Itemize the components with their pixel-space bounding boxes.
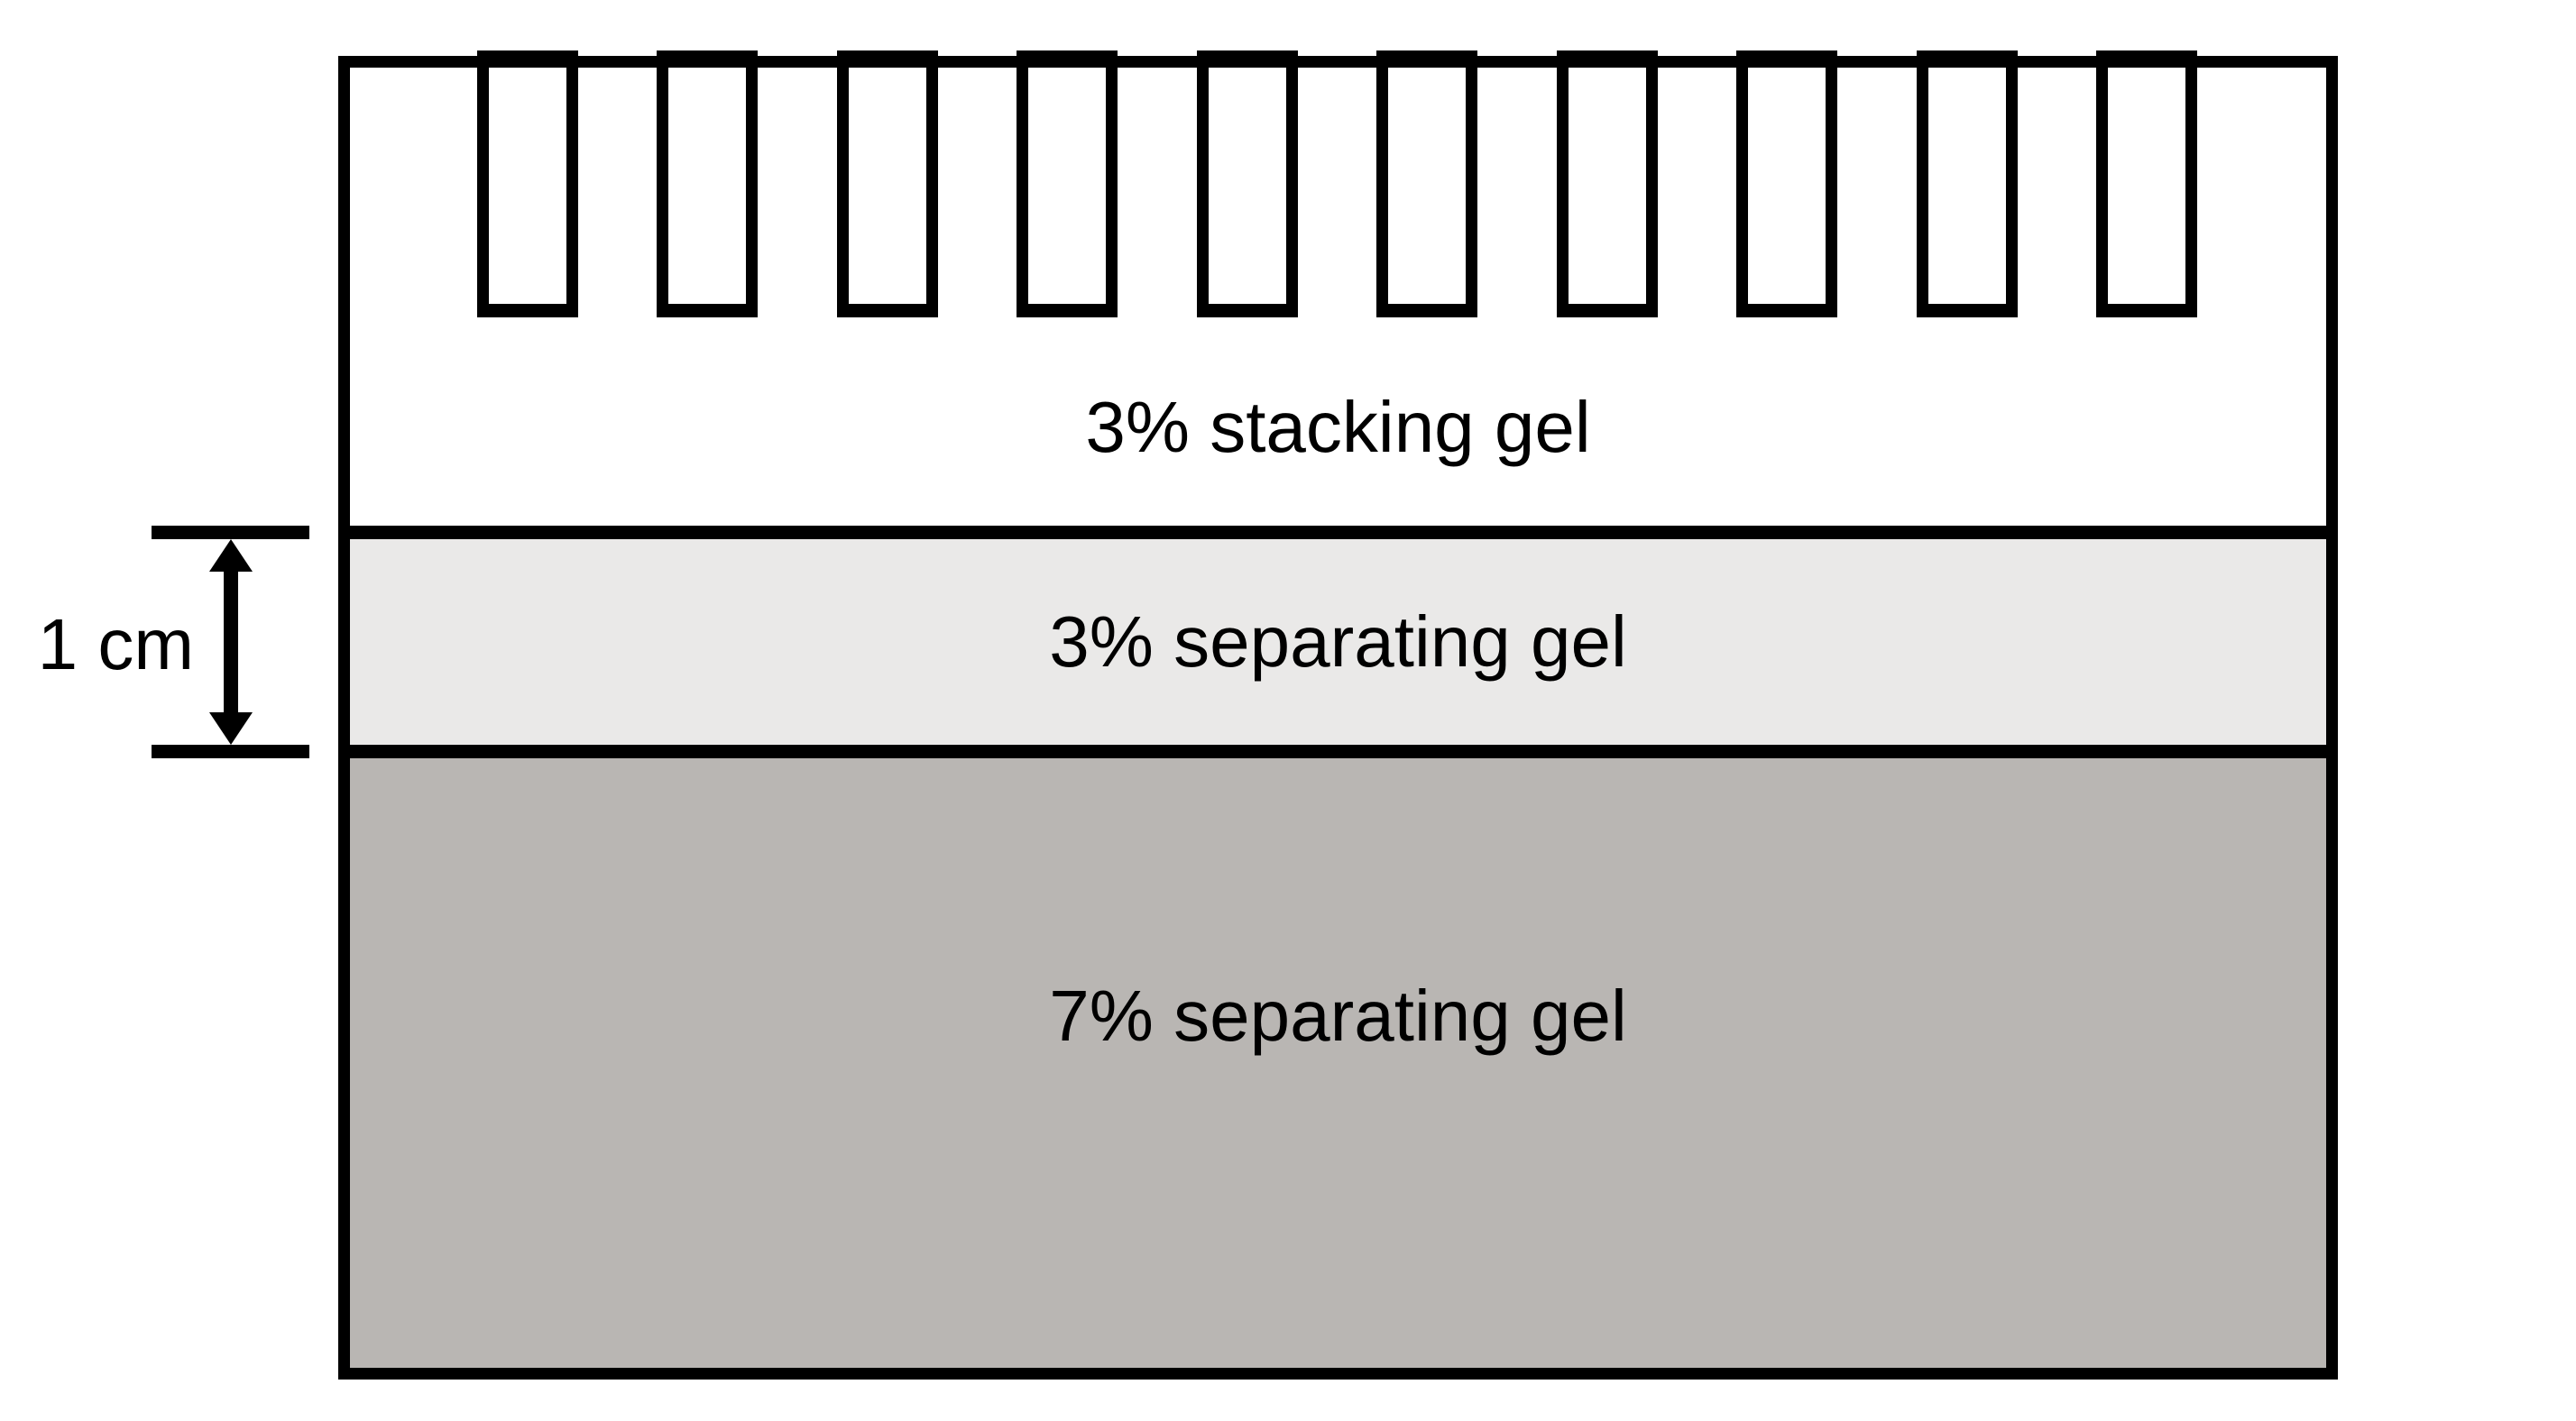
separating-gel-3-label: 3% separating gel: [1049, 601, 1627, 682]
separating-gel-3-layer: [350, 539, 2326, 745]
measurement-bottom-tick: [152, 745, 309, 758]
comb-well: [657, 50, 759, 317]
comb-well: [2095, 50, 2197, 317]
measurement-label: 1 cm: [37, 604, 194, 684]
comb-well: [1196, 50, 1298, 317]
stacking-gel-label: 3% stacking gel: [1085, 387, 1591, 467]
separating-3-7-boundary-line: [350, 745, 2326, 758]
comb-wells-row: [477, 50, 2197, 317]
gel-tank: 3% stacking gel 3% separating gel 7% sep…: [338, 50, 2338, 1380]
arrowhead-down-icon: [209, 712, 253, 745]
comb-well: [1556, 50, 1658, 317]
comb-well: [1736, 50, 1838, 317]
separating-gel-7-label: 7% separating gel: [1049, 976, 1627, 1056]
comb-well: [1916, 50, 2018, 317]
comb-well: [836, 50, 938, 317]
comb-well: [1017, 50, 1118, 317]
measurement-top-tick: [152, 526, 309, 539]
comb-well: [477, 50, 578, 317]
stacking-separating-boundary-line: [350, 526, 2326, 539]
arrow-shaft: [224, 561, 238, 723]
separating-gel-7-layer: [350, 758, 2326, 1368]
comb-well: [1376, 50, 1478, 317]
